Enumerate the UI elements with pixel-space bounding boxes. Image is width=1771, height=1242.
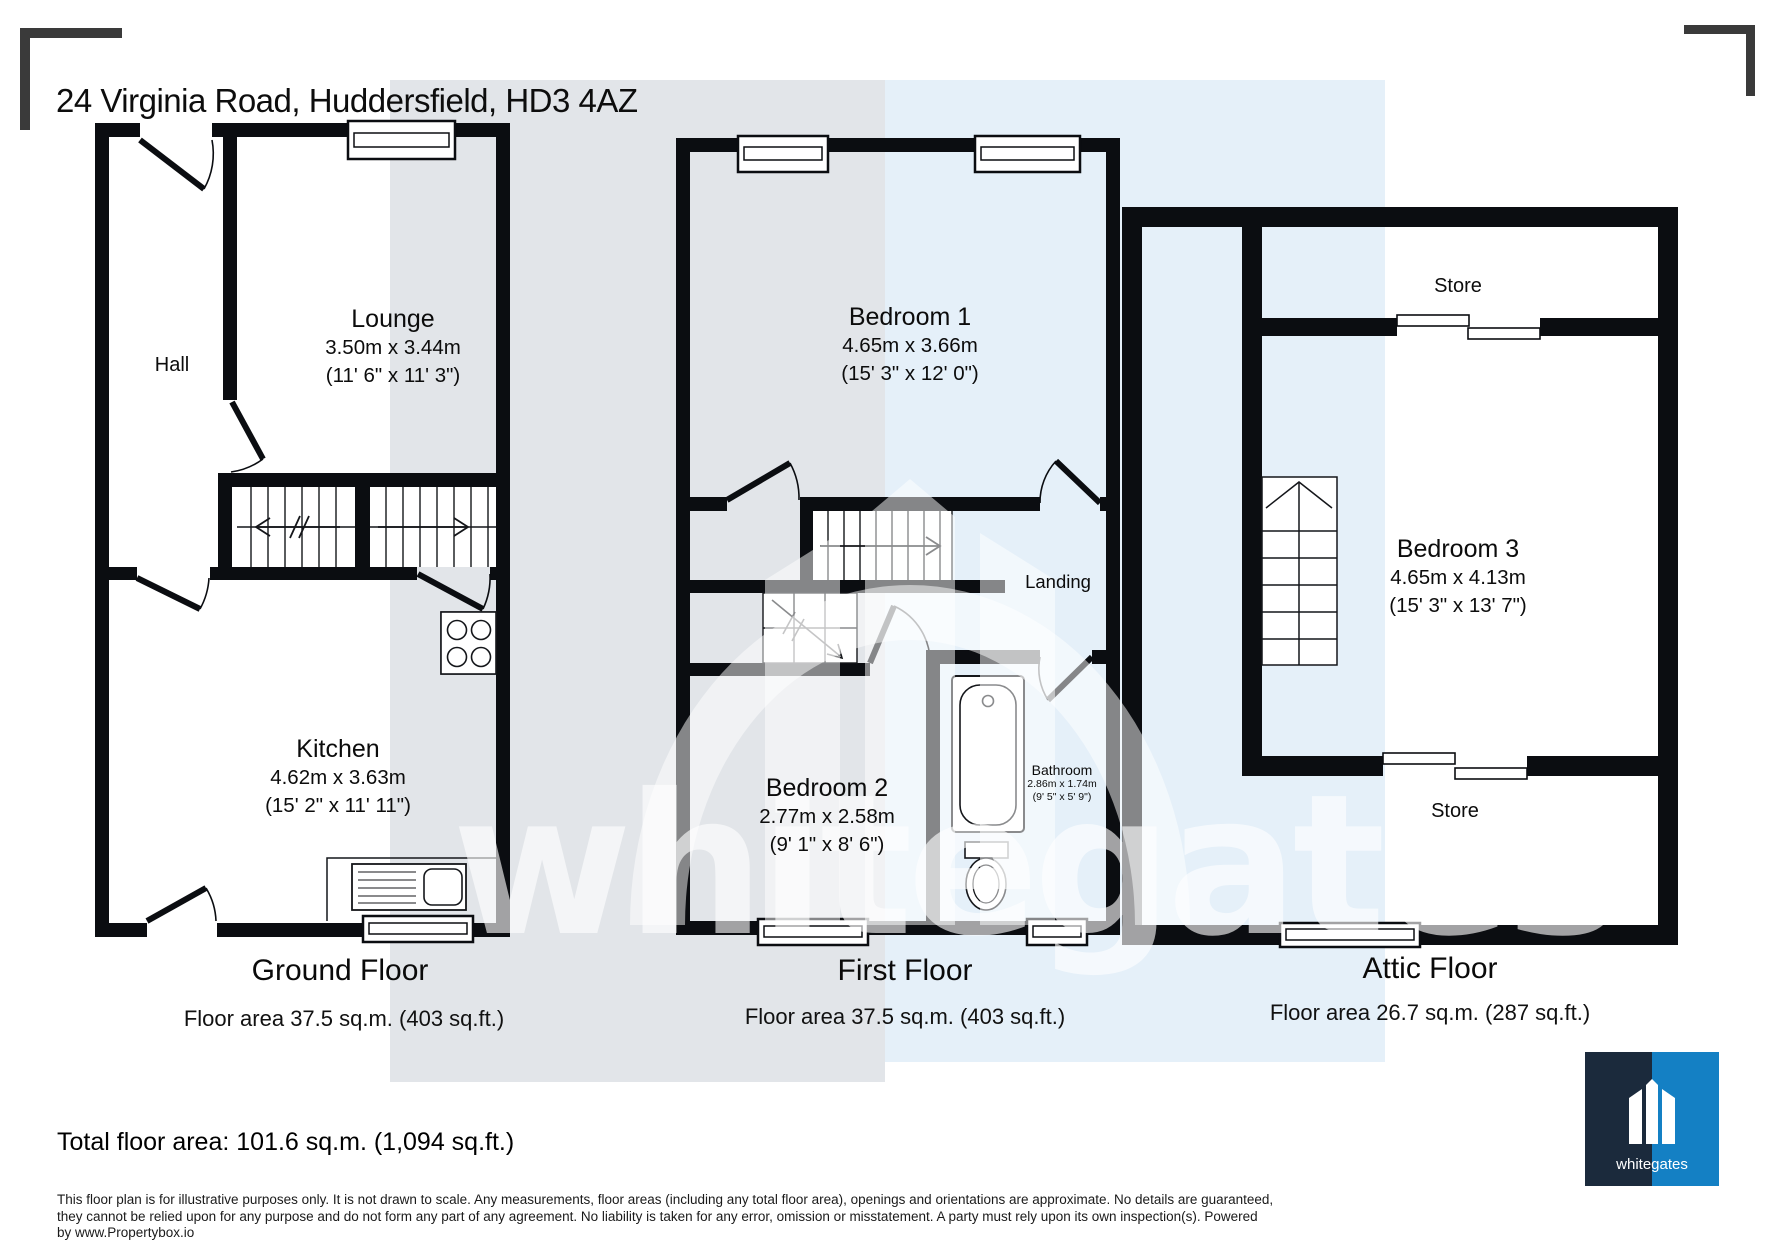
corner-bracket-top-left: [20, 28, 122, 130]
room-label-kitchen: Kitchen 4.62m x 3.63m (15' 2" x 11' 11"): [265, 734, 411, 820]
toilet-icon: [964, 841, 1009, 911]
ground-floor-plan: [95, 119, 510, 944]
room-label-bathroom: Bathroom 2.86m x 1.74m (9' 5" x 5' 9"): [1027, 762, 1096, 804]
room-dims-m: 4.65m x 4.13m: [1390, 566, 1526, 589]
total-floor-area: Total floor area: 101.6 sq.m. (1,094 sq.…: [57, 1128, 515, 1156]
room-label-store-bottom: Store: [1431, 799, 1479, 823]
room-name: Kitchen: [296, 735, 380, 763]
room-dims-ft: (11' 6" x 11' 3"): [325, 364, 461, 387]
floor-title-first: First Floor: [837, 954, 973, 987]
room-name: Bathroom: [1031, 762, 1093, 778]
disclaimer-line-2: they cannot be relied upon for any purpo…: [57, 1208, 1258, 1224]
room-name: Store: [1434, 275, 1482, 297]
disclaimer-line-3: by www.Propertybox.io: [57, 1225, 195, 1240]
floor-area-ground: Floor area 37.5 sq.m. (403 sq.ft.): [183, 1006, 505, 1031]
first-floor-plan: [676, 134, 1120, 947]
room-label-store-top: Store: [1434, 274, 1482, 298]
stairs-icon: [813, 511, 953, 580]
window-icon: [1278, 921, 1422, 949]
room-dims-ft: (15' 3" x 13' 7"): [1389, 594, 1527, 617]
room-name: Hall: [154, 354, 190, 376]
floor-area-first: Floor area 37.5 sq.m. (403 sq.ft.): [744, 1004, 1066, 1029]
room-name: Landing: [1025, 571, 1091, 592]
room-label-lounge: Lounge 3.50m x 3.44m (11' 6" x 11' 3"): [325, 304, 461, 390]
door-icon: [135, 137, 491, 924]
disclaimer-text: This floor plan is for illustrative purp…: [57, 1192, 1273, 1242]
room-dims-m: 2.86m x 1.74m: [1027, 778, 1097, 790]
floor-title-ground: Ground Floor: [251, 954, 429, 987]
gate-icon: [1629, 1079, 1675, 1144]
sink-icon: [351, 863, 467, 911]
whitegates-logo: whitegates: [1585, 1052, 1719, 1186]
stairs-icon: [762, 592, 858, 664]
logo-wordmark: whitegates: [1615, 1156, 1688, 1173]
room-dims-ft: (9' 5" x 5' 9"): [1032, 791, 1092, 803]
room-dims-ft: (15' 2" x 11' 11"): [265, 794, 411, 817]
room-name: Bedroom 3: [1396, 535, 1520, 563]
room-dims-ft: (15' 3" x 12' 0"): [841, 362, 979, 385]
room-label-landing: Landing: [1025, 570, 1091, 594]
bathtub-icon: [951, 675, 1025, 833]
room-label-bedroom-3: Bedroom 3 4.65m x 4.13m (15' 3" x 13' 7"…: [1389, 534, 1526, 620]
floor-area-attic: Floor area 26.7 sq.m. (287 sq.ft.): [1269, 1000, 1591, 1025]
attic-floor-plan: [1122, 207, 1678, 949]
property-address-title: 24 Virginia Road, Huddersfield, HD3 4AZ: [56, 82, 638, 119]
room-dims-m: 3.50m x 3.44m: [325, 336, 461, 359]
room-name: Bedroom 2: [765, 774, 889, 802]
room-name: Lounge: [351, 305, 435, 333]
window-icon: [346, 119, 457, 161]
room-dims-m: 2.77m x 2.58m: [759, 805, 895, 828]
room-name: Bedroom 1: [848, 303, 972, 331]
room-dims-m: 4.62m x 3.63m: [270, 766, 406, 789]
window-icon: [361, 914, 475, 944]
room-dims-m: 4.65m x 3.66m: [842, 334, 978, 357]
room-label-bedroom-2: Bedroom 2 2.77m x 2.58m (9' 1" x 8' 6"): [759, 773, 895, 859]
disclaimer-line-1: This floor plan is for illustrative purp…: [57, 1192, 1274, 1207]
room-name: Store: [1431, 800, 1479, 822]
stairs-icon: [1261, 476, 1338, 666]
room-label-bedroom-1: Bedroom 1 4.65m x 3.66m (15' 3" x 12' 0"…: [841, 302, 978, 388]
room-dims-ft: (9' 1" x 8' 6"): [769, 833, 885, 856]
hob-icon: [440, 611, 497, 675]
floor-title-attic: Attic Floor: [1362, 952, 1498, 985]
sliding-door-icon: [1382, 314, 1541, 780]
room-label-hall: Hall: [155, 353, 189, 377]
corner-bracket-top-right: [1684, 25, 1755, 96]
